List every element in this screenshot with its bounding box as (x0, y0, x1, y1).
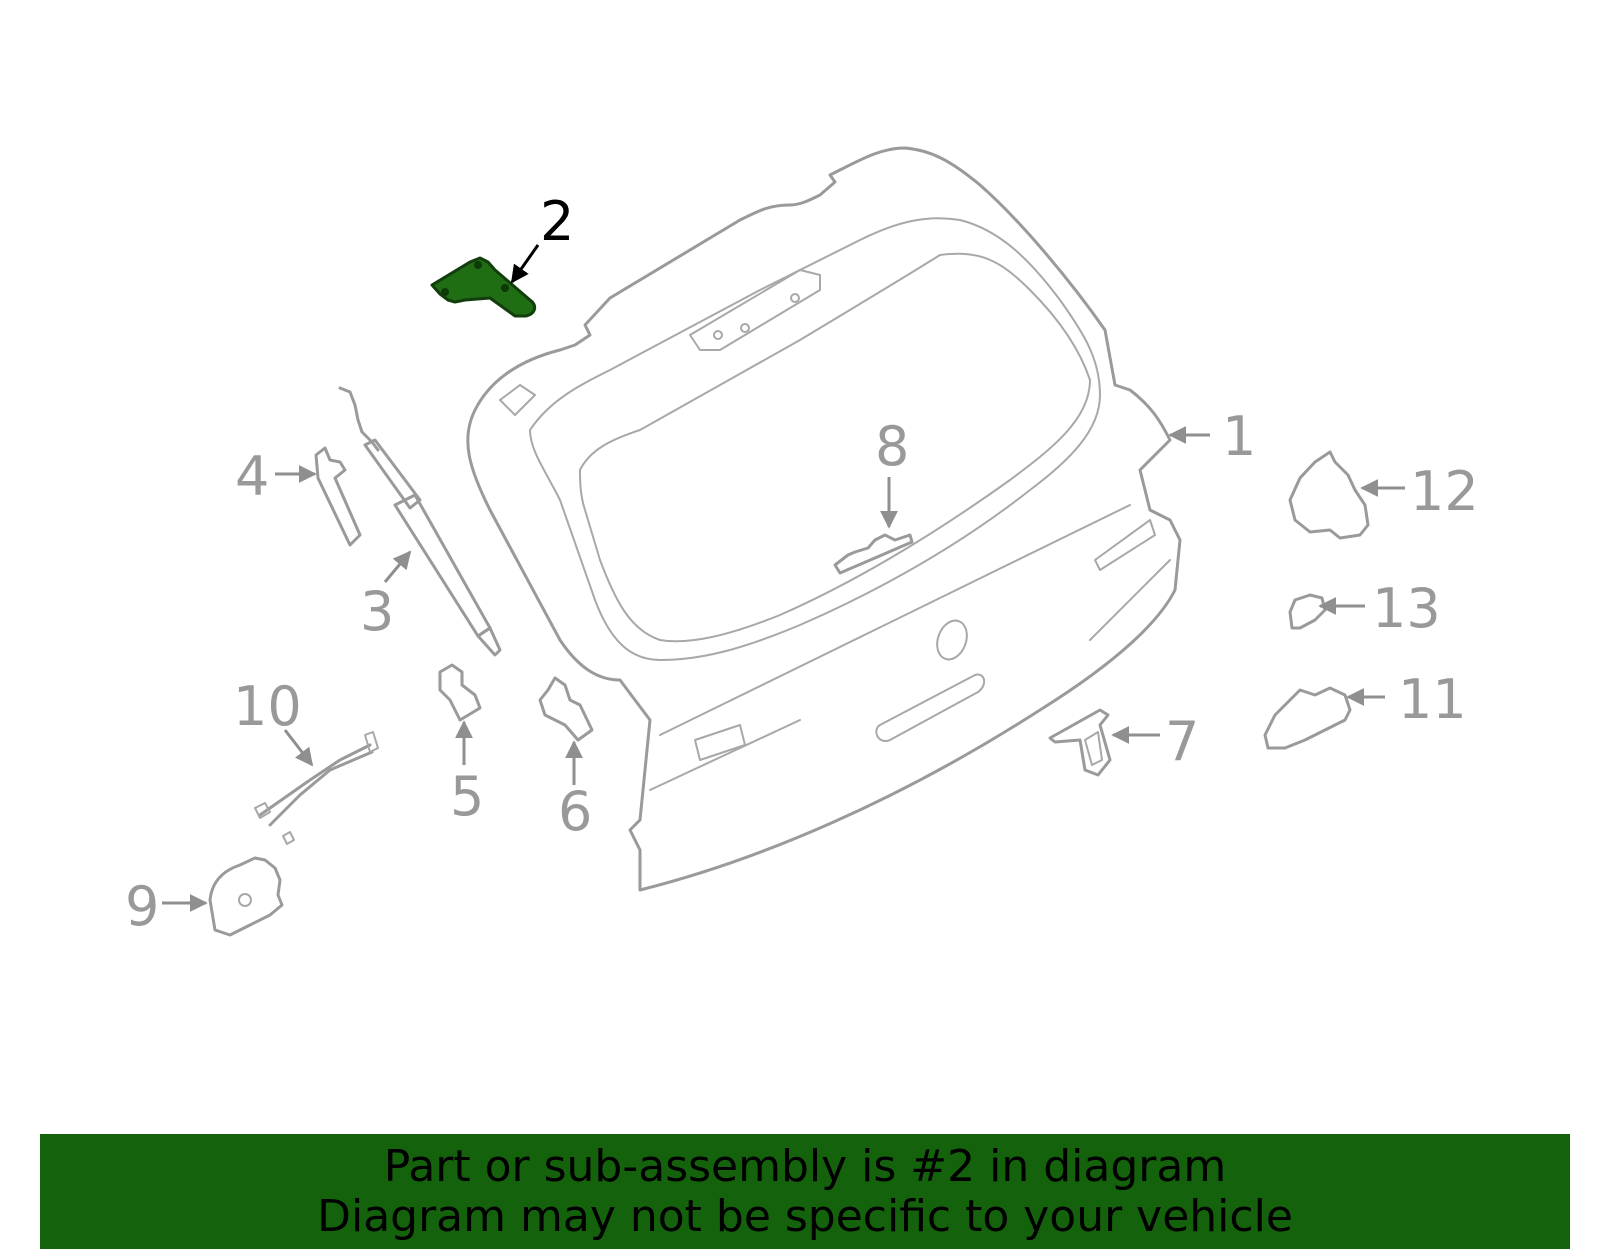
part-6-bracket (538, 676, 594, 742)
callout-12: 12 (1410, 460, 1479, 523)
part-9-motor (208, 856, 284, 937)
banner-line-disclaimer: Diagram may not be specific to your vehi… (317, 1191, 1293, 1242)
callout-11: 11 (1398, 668, 1467, 731)
callout-9: 9 (125, 875, 159, 938)
callout-2: 2 (540, 190, 574, 253)
part-4-bracket (314, 446, 362, 547)
callout-3: 3 (360, 580, 394, 643)
callout-13: 13 (1372, 577, 1441, 640)
callout-10: 10 (233, 675, 302, 738)
callout-7: 7 (1165, 710, 1199, 773)
part-11-latch (1263, 686, 1352, 750)
callout-6: 6 (558, 780, 592, 843)
part-8-wiper-bracket (833, 533, 914, 575)
callout-1: 1 (1222, 405, 1256, 468)
part-1-liftgate (466, 146, 1182, 892)
part-2-hinge (430, 256, 537, 318)
part-5-clip (438, 663, 482, 722)
part-3-lift-strut (338, 386, 502, 657)
part-7-handle (1048, 708, 1112, 777)
part-12-actuator (1288, 450, 1370, 540)
callout-4: 4 (235, 445, 269, 508)
banner-line-part-number: Part or sub-assembly is #2 in diagram (383, 1141, 1227, 1192)
callout-5: 5 (450, 765, 484, 828)
part-13-clip (1288, 593, 1327, 630)
part-10-wiring-harness (254, 731, 379, 845)
callout-8: 8 (875, 415, 909, 478)
info-banner: Part or sub-assembly is #2 in diagram Di… (40, 1134, 1570, 1249)
leader-arrows (162, 244, 1405, 912)
